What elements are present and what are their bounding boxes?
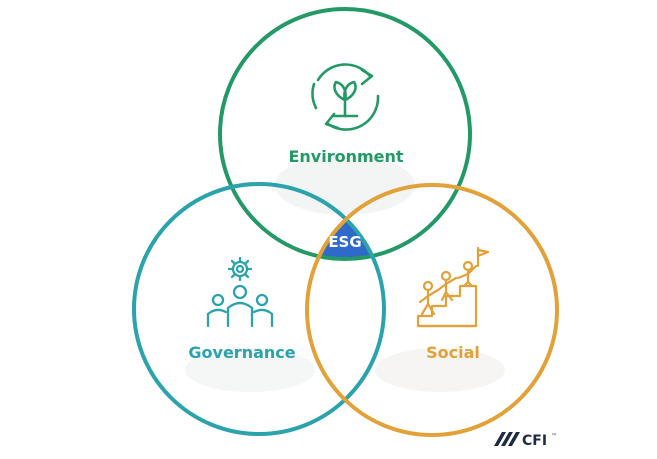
cfi-logo-mark-icon: [494, 432, 520, 446]
environment-circle: [218, 7, 472, 261]
cfi-logo: CFI ™: [494, 432, 557, 449]
social-circle: [305, 183, 559, 437]
people-climbing-steps-icon: [416, 246, 490, 328]
governance-circle: [132, 182, 386, 436]
esg-label: ESG: [328, 233, 361, 251]
background-glow: [185, 155, 505, 392]
cfi-logo-text: CFI: [522, 433, 547, 449]
recycle-sprout-icon: [311, 63, 380, 131]
governance-label: Governance: [188, 343, 295, 362]
gear-people-icon: [206, 256, 274, 328]
environment-label: Environment: [288, 147, 403, 166]
social-label: Social: [426, 343, 480, 362]
cfi-logo-trademark: ™: [551, 433, 557, 440]
